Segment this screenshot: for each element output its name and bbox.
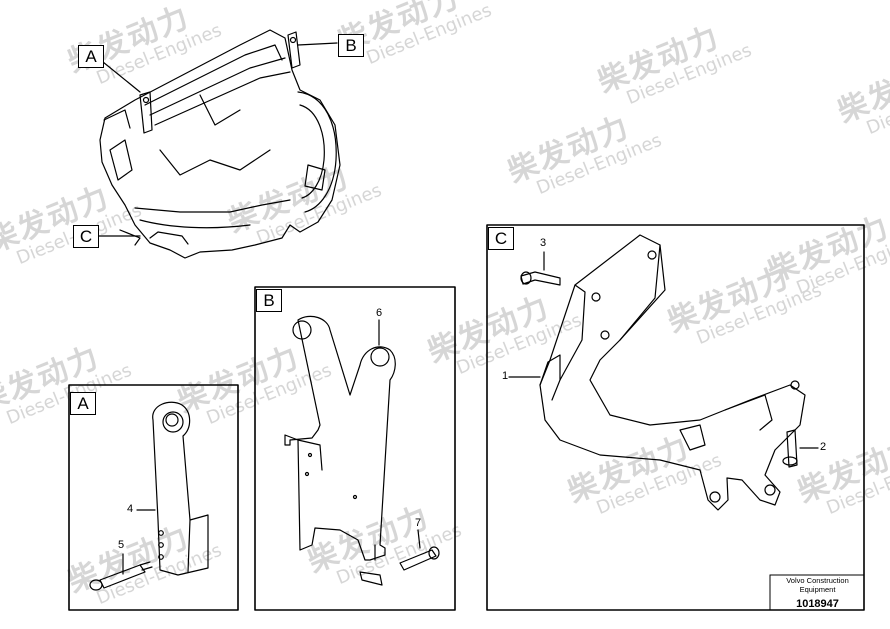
callout-3: 3	[540, 237, 547, 249]
drawing-footer: Volvo Construction Equipment 1018947	[770, 576, 865, 610]
view-c-label: C	[73, 225, 99, 248]
callout-2: 2	[820, 441, 827, 453]
footer-company-line1: Volvo Construction	[786, 576, 849, 585]
panel-a-frame	[68, 384, 239, 611]
panel-a-bracket-drawing	[89, 401, 209, 591]
panel-b-frame	[254, 286, 456, 611]
callout-7: 7	[415, 517, 422, 529]
callout-5: 5	[118, 539, 125, 551]
callout-6: 6	[376, 307, 383, 319]
panel-a-title: A	[70, 392, 96, 415]
panel-c-title: C	[488, 227, 514, 250]
leader-line-b	[297, 42, 338, 46]
callout-1: 1	[502, 370, 509, 382]
leader-line-a	[102, 61, 141, 93]
panel-b-bracket-drawing	[284, 315, 440, 586]
view-b-label: B	[338, 34, 364, 57]
drawing-number: 1018947	[796, 598, 839, 610]
panel-c-frame	[486, 224, 865, 611]
callout-4: 4	[127, 503, 134, 515]
footer-company-line2: Equipment	[799, 585, 836, 594]
panel-c-bracket-drawing	[508, 234, 865, 611]
panel-b-title: B	[256, 289, 282, 312]
view-a-label: A	[78, 45, 104, 68]
engine-overview-drawing	[99, 29, 341, 259]
